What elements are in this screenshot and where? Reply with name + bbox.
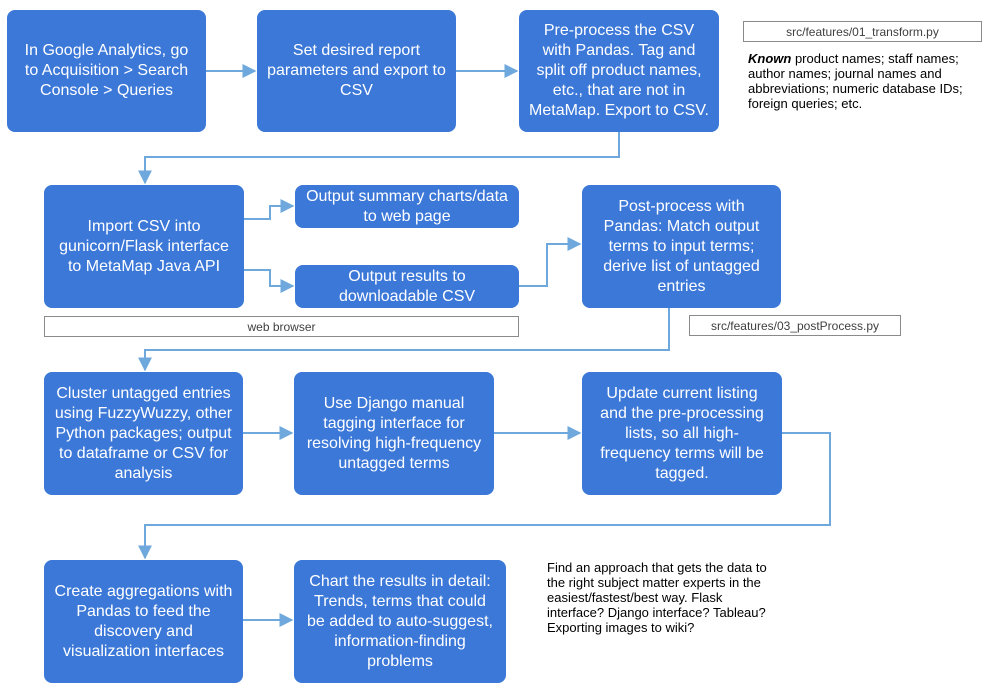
arrow-results-to-postprocess (519, 237, 582, 287)
box-update-listing: Update current listing and the pre-proce… (582, 372, 782, 495)
note-known-rest: product names; staff names; author names… (748, 51, 963, 111)
label-web-browser: web browser (44, 316, 519, 337)
note-find-approach: Find an approach that gets the data to t… (547, 560, 775, 635)
box-create-aggregations: Create aggregations with Pandas to feed … (44, 560, 243, 683)
box-import-csv-text: Import CSV into gunicorn/Flask interface… (59, 217, 229, 275)
box-preprocess-csv-text: Pre-process the CSV with Pandas. Tag and… (529, 22, 709, 119)
box-update-listing-text: Update current listing and the pre-proce… (600, 384, 764, 482)
label-transform-file: src/features/01_transform.py (743, 21, 982, 42)
box-ga-export-start-text: In Google Analytics, go to Acquisition >… (24, 42, 189, 99)
box-cluster-untagged: Cluster untagged entries using FuzzyWuzz… (44, 372, 243, 495)
box-ga-export-start: In Google Analytics, go to Acquisition >… (7, 10, 206, 132)
box-set-report-params: Set desired report parameters and export… (257, 10, 456, 132)
label-postprocess-file: src/features/03_postProcess.py (689, 315, 901, 336)
box-django-tagging-text: Use Django manual tagging interface for … (306, 394, 482, 472)
box-set-report-params-text: Set desired report parameters and export… (267, 42, 446, 99)
note-known-strong: Known (748, 51, 792, 66)
arrow-import-to-summary (244, 199, 295, 220)
arrow-preprocess-to-import (138, 132, 620, 185)
box-output-results: Output results to downloadable CSV (295, 265, 519, 308)
note-known-items: Known product names; staff names; author… (748, 51, 980, 111)
box-import-csv: Import CSV into gunicorn/Flask interface… (44, 185, 244, 308)
box-output-results-text: Output results to downloadable CSV (338, 267, 476, 305)
box-django-tagging: Use Django manual tagging interface for … (294, 372, 494, 495)
box-cluster-untagged-text: Cluster untagged entries using FuzzyWuzz… (54, 384, 233, 482)
box-postprocess-text: Post-process with Pandas: Match output t… (603, 197, 760, 295)
label-postprocess-file-text: src/features/03_postProcess.py (710, 318, 880, 333)
arrow-import-to-results (244, 269, 295, 293)
box-output-summary-text: Output summary charts/data to web page (306, 187, 508, 225)
label-web-browser-text: web browser (247, 319, 316, 334)
box-create-aggregations-text: Create aggregations with Pandas to feed … (54, 582, 233, 660)
box-preprocess-csv: Pre-process the CSV with Pandas. Tag and… (519, 10, 719, 132)
box-postprocess: Post-process with Pandas: Match output t… (582, 185, 781, 308)
box-chart-results-text: Chart the results in detail: Trends, ter… (307, 572, 493, 670)
box-chart-results: Chart the results in detail: Trends, ter… (294, 560, 506, 683)
label-transform-file-text: src/features/01_transform.py (786, 24, 939, 39)
box-output-summary: Output summary charts/data to web page (295, 185, 519, 228)
note-find-approach-text: Find an approach that gets the data to t… (547, 560, 767, 635)
